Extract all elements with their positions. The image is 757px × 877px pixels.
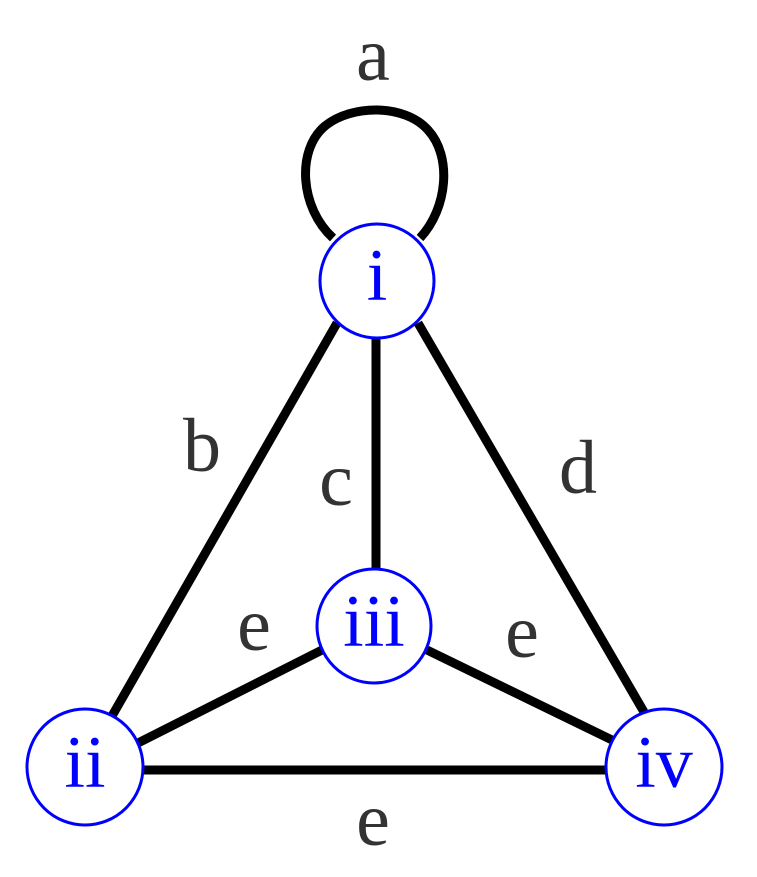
node-iii-label: iii [343, 581, 405, 663]
edge-i-iv [414, 320, 648, 715]
node-ii-circle [25, 707, 145, 827]
edge-ii-iii [135, 645, 325, 748]
node-i: i [318, 222, 436, 340]
node-i-label: i [367, 235, 388, 317]
node-iv-circle [604, 707, 724, 827]
edge-iii-iv [425, 645, 614, 745]
node-ii: ii [25, 707, 145, 827]
edge-labels: a b c d e e e [183, 13, 597, 862]
edge-i-ii [108, 320, 341, 719]
edge-label-e-iii-iv: e [505, 590, 539, 674]
edge-i-i-loop [301, 105, 449, 242]
node-iii: iii [315, 567, 433, 685]
node-iii-circle [315, 567, 433, 685]
node-i-circle [318, 222, 436, 340]
edge-label-b: b [183, 404, 221, 488]
edge-label-e-ii-iii: e [237, 583, 271, 667]
node-iv-label: iv [635, 722, 693, 804]
edge-label-a: a [356, 13, 390, 97]
edge-label-c: c [319, 438, 353, 522]
edge-label-e-ii-iv: e [356, 778, 390, 862]
node-iv: iv [604, 707, 724, 827]
nodes: i ii iii iv [25, 222, 724, 827]
node-ii-label: ii [64, 722, 105, 804]
edges [108, 105, 648, 775]
edge-label-d: d [559, 426, 597, 510]
